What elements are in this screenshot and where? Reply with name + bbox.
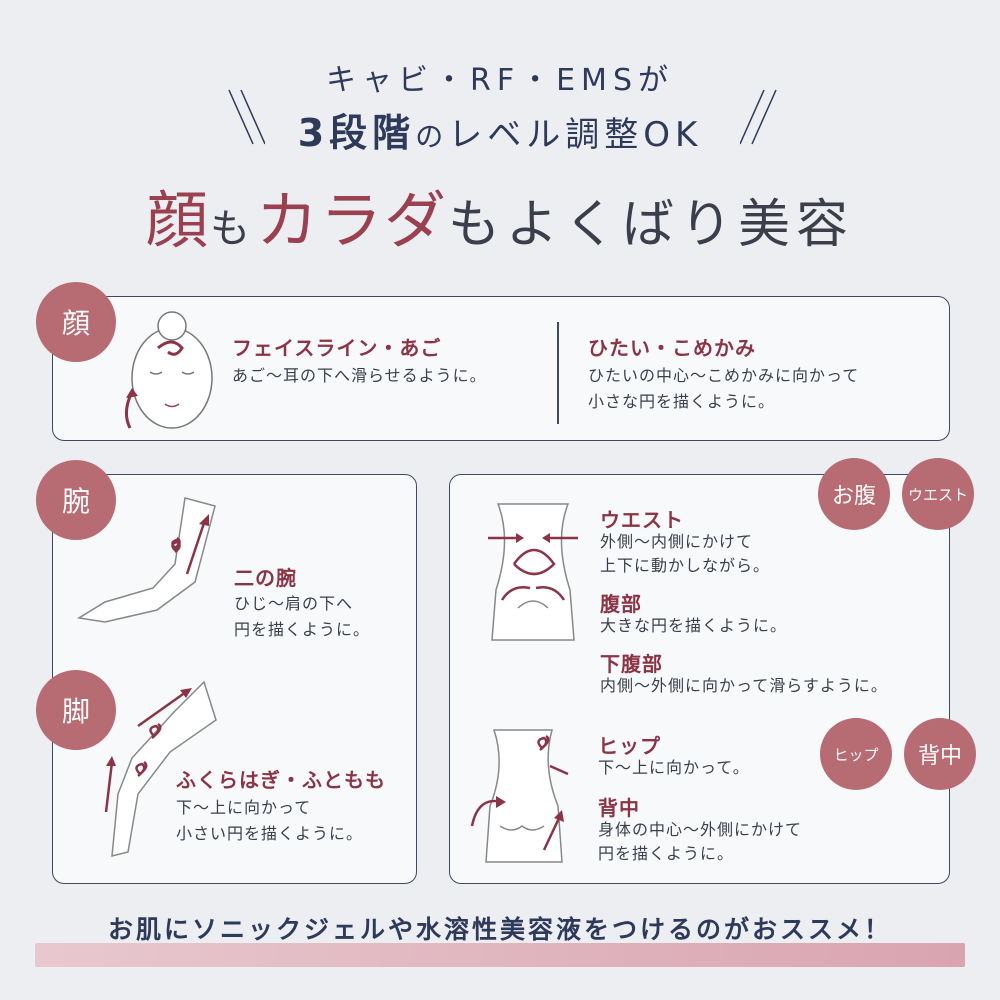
title-rest: もよくばり美容	[448, 195, 855, 255]
arm-text1: ひじ〜肩の下へ	[234, 594, 354, 613]
waist-title: ウエスト	[600, 508, 684, 532]
waist-text1: 外側〜内側にかけて	[600, 532, 754, 551]
footer-highlight	[35, 943, 965, 967]
face-item2-text2: 小さな円を描くように。	[588, 392, 776, 411]
leg-text1: 下〜上に向かって	[176, 798, 312, 817]
abd-title: 腹部	[600, 592, 642, 616]
belly-illustration	[488, 503, 578, 641]
right-slash-deco	[740, 89, 777, 145]
level-number: 3	[297, 111, 330, 155]
back-badge: 背中	[904, 718, 976, 790]
hip-title: ヒップ	[598, 734, 661, 758]
waist-text2: 上下に動かしながら。	[600, 556, 771, 575]
arm-badge: 腕	[36, 460, 116, 540]
back-title: 背中	[598, 796, 640, 820]
lower-text: 内側〜外側に向かって滑らすように。	[600, 676, 888, 695]
abd-text: 大きな円を描くように。	[600, 616, 788, 635]
level-rest: レベル調整OK	[448, 115, 703, 155]
footer-text: お肌にソニックジェルや水溶性美容液をつけるのがおススメ！	[107, 915, 892, 944]
lower-title: 下腹部	[600, 652, 663, 676]
face-illustration	[125, 311, 213, 429]
arm-illustration	[76, 497, 216, 623]
hip-illustration	[470, 729, 569, 863]
face-item1-title: フェイスライン・あご	[232, 336, 442, 360]
main-title: 顔もカラダもよくばり美容	[0, 170, 1000, 260]
header-line2: 3段階のレベル調整OK	[0, 102, 1000, 157]
waist-badge: ウエスト	[902, 458, 974, 530]
level-kana: の	[415, 120, 449, 153]
title-mo: も	[209, 206, 256, 252]
leg-text2: 小さい円を描くように。	[176, 824, 364, 843]
leg-badge: 脚	[36, 670, 116, 750]
header-line1: キャビ・RF・EMSが	[326, 63, 674, 98]
back-text2: 円を描くように。	[598, 844, 735, 863]
hip-badge: ヒップ	[820, 718, 892, 790]
level-kanji: 段階	[329, 111, 416, 155]
hip-text: 下〜上に向かって。	[598, 758, 750, 777]
title-body: カラダ	[255, 184, 448, 257]
arm-leg-card	[52, 474, 417, 884]
leg-title: ふくらはぎ・ふともも	[176, 768, 386, 792]
face-divider	[557, 322, 559, 424]
face-item2-text1: ひたいの中心〜こめかみに向かって	[588, 366, 860, 385]
title-face: 顔	[145, 184, 210, 257]
arm-text2: 円を描くように。	[234, 620, 371, 639]
left-slash-deco	[228, 89, 265, 145]
back-text1: 身体の中心〜外側にかけて	[598, 820, 803, 839]
face-item2-title: ひたい・こめかみ	[588, 336, 756, 360]
belly-badge: お腹	[818, 458, 890, 530]
face-badge: 顔	[36, 282, 116, 362]
face-item1-text: あご〜耳の下へ滑らせるように。	[232, 366, 487, 385]
leg-illustration	[104, 680, 217, 857]
arm-title: 二の腕	[234, 566, 297, 590]
